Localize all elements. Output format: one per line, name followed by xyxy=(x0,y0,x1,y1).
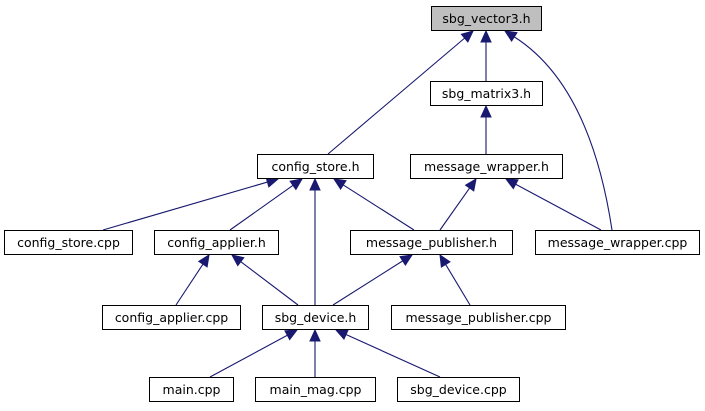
edge-config-applier-cpp-to-config-applier-h xyxy=(175,253,210,306)
edge-config-store-h-to-sbg-vector3-h xyxy=(327,30,474,155)
arrowhead xyxy=(480,104,492,118)
node-message-publisher-cpp[interactable]: message_publisher.cpp xyxy=(391,305,566,330)
edge-line xyxy=(515,183,602,231)
node-label: message_publisher.cpp xyxy=(406,310,552,325)
arrowhead xyxy=(503,30,518,43)
node-label: sbg_vector3.h xyxy=(442,11,530,26)
arrowhead xyxy=(332,178,347,191)
node-config-store-cpp[interactable]: config_store.cpp xyxy=(4,230,133,255)
node-sbg-vector3-h[interactable]: sbg_vector3.h xyxy=(431,6,542,31)
edge-sbg-device-h-to-message-publisher-h xyxy=(332,254,414,306)
edge-message-wrapper-h-to-sbg-matrix3-h xyxy=(480,104,492,154)
node-label: sbg_matrix3.h xyxy=(442,86,531,101)
edge-line xyxy=(229,184,294,231)
node-label: main_mag.cpp xyxy=(270,382,362,397)
edge-line xyxy=(240,261,299,306)
node-label: config_applier.cpp xyxy=(115,310,228,325)
edge-line xyxy=(102,181,268,231)
edge-sbg-device-h-to-config-store-h xyxy=(309,177,321,305)
arrowhead xyxy=(464,178,477,192)
edge-line xyxy=(327,37,465,155)
node-label: config_store.cpp xyxy=(17,235,120,250)
node-main-mag-cpp[interactable]: main_mag.cpp xyxy=(255,377,376,402)
edge-message-wrapper-cpp-to-message-wrapper-h xyxy=(504,178,602,231)
node-label: message_wrapper.cpp xyxy=(548,235,688,250)
edge-message-publisher-cpp-to-message-publisher-h xyxy=(439,253,471,306)
node-config-applier-cpp[interactable]: config_applier.cpp xyxy=(102,305,241,330)
edge-line xyxy=(342,184,415,231)
arrowhead xyxy=(231,254,245,267)
arrowhead xyxy=(309,177,321,191)
node-main-cpp[interactable]: main.cpp xyxy=(149,377,234,402)
edge-config-store-cpp-to-config-store-h xyxy=(102,176,280,231)
edge-sbg-device-cpp-to-sbg-device-h xyxy=(334,329,441,378)
edge-line xyxy=(332,260,403,306)
edge-main-mag-cpp-to-sbg-device-h xyxy=(309,328,321,377)
node-label: main.cpp xyxy=(163,382,221,397)
edge-message-publisher-h-to-message-wrapper-h xyxy=(439,178,477,231)
node-config-store-h[interactable]: config_store.h xyxy=(257,154,374,179)
node-sbg-matrix3-h[interactable]: sbg_matrix3.h xyxy=(430,81,543,106)
edge-line xyxy=(513,36,613,231)
node-label: message_wrapper.h xyxy=(424,159,549,174)
node-message-wrapper-cpp[interactable]: message_wrapper.cpp xyxy=(535,230,700,255)
edge-line xyxy=(209,334,288,378)
edge-main-cpp-to-sbg-device-h xyxy=(209,329,299,378)
node-label: config_applier.h xyxy=(167,235,266,250)
edges-layer xyxy=(102,29,613,378)
arrowhead xyxy=(289,178,303,191)
arrowhead xyxy=(334,329,349,340)
node-label: sbg_device.h xyxy=(275,310,357,325)
arrowhead xyxy=(197,253,210,268)
node-sbg-device-h[interactable]: sbg_device.h xyxy=(262,305,369,330)
edge-line xyxy=(175,263,204,306)
node-message-wrapper-h[interactable]: message_wrapper.h xyxy=(410,154,563,179)
node-label: message_publisher.h xyxy=(366,235,497,250)
arrowhead xyxy=(460,30,474,43)
arrowhead xyxy=(309,328,321,342)
arrowhead xyxy=(439,253,451,268)
edge-line xyxy=(345,334,441,378)
edge-sbg-device-h-to-config-applier-h xyxy=(231,254,299,306)
edge-line xyxy=(439,187,471,231)
arrowhead xyxy=(284,329,299,341)
node-config-applier-h[interactable]: config_applier.h xyxy=(154,230,279,255)
edge-line xyxy=(445,264,471,306)
arrowhead xyxy=(504,178,519,190)
node-sbg-device-cpp[interactable]: sbg_device.cpp xyxy=(397,377,520,402)
edge-sbg-matrix3-h-to-sbg-vector3-h xyxy=(480,29,492,81)
node-label: config_store.h xyxy=(271,159,359,174)
edge-config-applier-h-to-config-store-h xyxy=(229,178,303,231)
arrowhead xyxy=(480,29,492,43)
arrowhead xyxy=(399,254,414,267)
node-message-publisher-h[interactable]: message_publisher.h xyxy=(350,230,513,255)
edge-message-wrapper-cpp-to-sbg-vector3-h xyxy=(503,30,613,231)
node-label: sbg_device.cpp xyxy=(410,382,506,397)
edge-message-publisher-h-to-config-store-h xyxy=(332,178,415,231)
